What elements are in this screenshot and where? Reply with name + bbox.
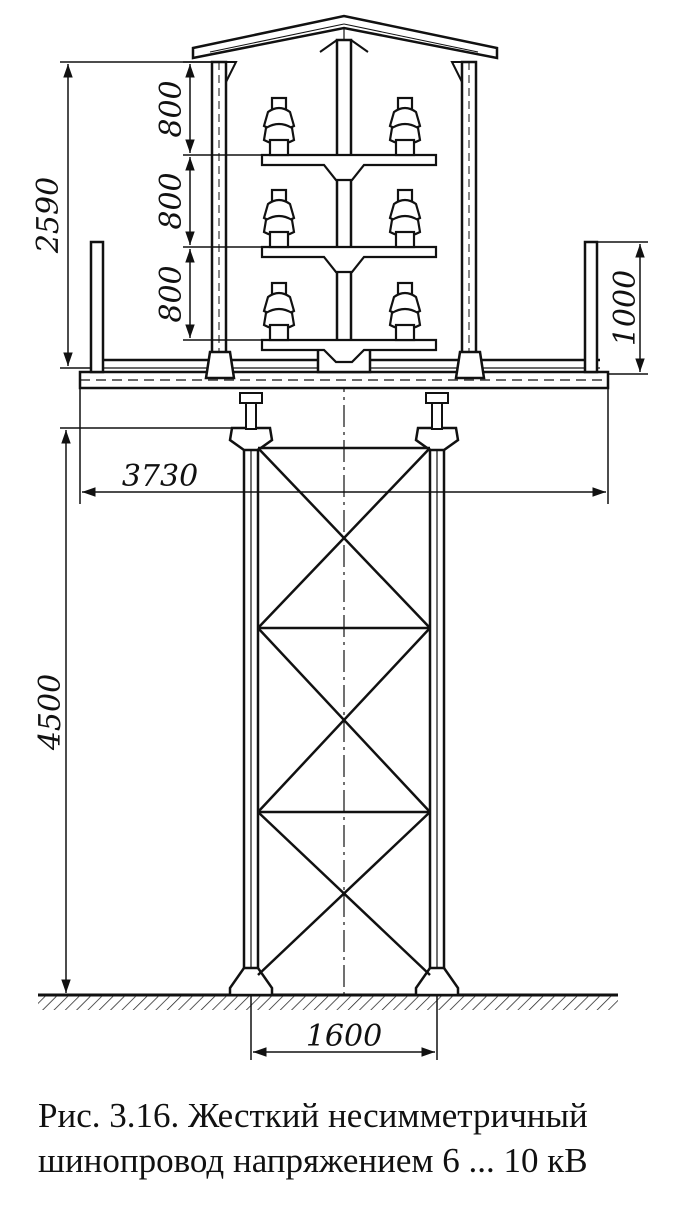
- dim-shelter-height: 2590: [31, 177, 66, 254]
- dim-support-height: 4500: [33, 674, 68, 751]
- dim-leg-spacing: 1600: [306, 1019, 382, 1054]
- busduct-drawing: 2590 800 800 800 1000 3730 4500 1600: [31, 14, 648, 1060]
- figure-caption: Рис. 3.16. Жесткий несимметричный шинопр…: [38, 1093, 678, 1183]
- ground: [38, 993, 618, 1010]
- caption-line-1: Рис. 3.16. Жесткий несимметричный: [38, 1096, 588, 1135]
- railing-right: [583, 240, 599, 374]
- insulator-tier-2: [260, 188, 438, 274]
- dim-tier-middle: 800: [154, 172, 189, 229]
- caption-line-2: шинопровод напряжением 6 ... 10 кВ: [38, 1141, 588, 1180]
- dim-tier-bottom: 800: [154, 265, 189, 322]
- support-tower: [228, 392, 460, 997]
- railing-left: [89, 240, 105, 374]
- dim-tier-top: 800: [154, 80, 189, 137]
- dim-railing-height: 1000: [608, 270, 643, 346]
- dim-platform-width: 3730: [122, 459, 198, 494]
- shelter-housing: [191, 14, 499, 380]
- insulator-tier-1: [260, 96, 438, 182]
- insulator-tier-3: [260, 281, 438, 364]
- dimension-lines: [60, 61, 648, 1060]
